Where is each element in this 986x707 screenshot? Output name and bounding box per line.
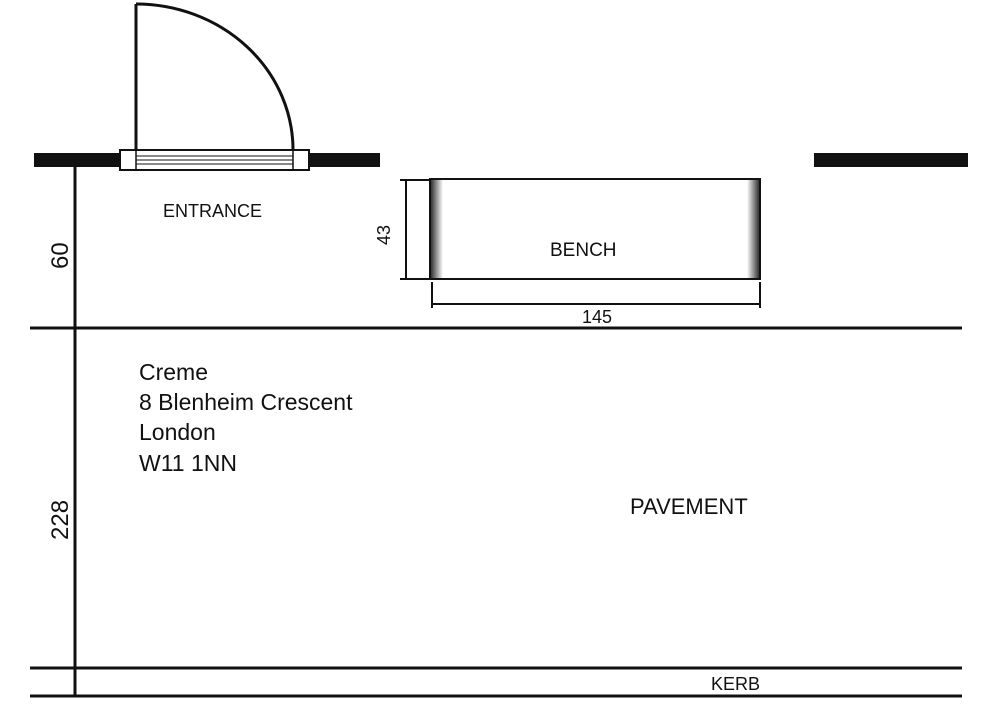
- address-line-2: 8 Blenheim Crescent: [139, 389, 353, 415]
- pavement-label: PAVEMENT: [630, 494, 748, 519]
- address-line-3: London: [139, 419, 216, 445]
- bench-width-dimension: [431, 282, 761, 308]
- kerb-label: KERB: [711, 674, 760, 694]
- wall-left: [34, 153, 120, 167]
- door-threshold: [119, 149, 310, 171]
- pavement-depth-value: 228: [47, 500, 74, 540]
- address-line-1: Creme: [139, 359, 208, 385]
- wall-right: [814, 153, 968, 167]
- bench-width-value: 145: [582, 307, 612, 327]
- bench-label: BENCH: [550, 240, 617, 261]
- door-swing: [134, 2, 295, 151]
- entrance-depth-value: 60: [47, 242, 74, 269]
- bench-depth-value: 43: [374, 225, 394, 245]
- wall-middle: [309, 153, 380, 167]
- bench-depth-dimension: [400, 179, 430, 280]
- bench: [429, 178, 761, 280]
- address-line-4: W11 1NN: [139, 450, 237, 476]
- address-block: Creme 8 Blenheim Crescent London W11 1NN: [139, 359, 353, 476]
- entrance-label: ENTRANCE: [163, 201, 262, 221]
